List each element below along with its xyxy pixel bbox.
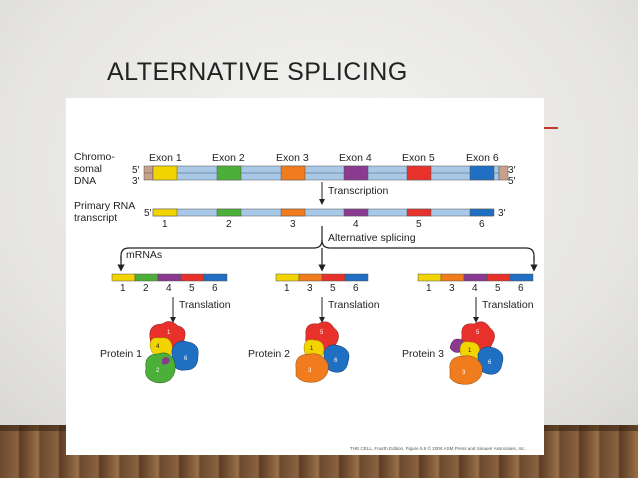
mrna2-exon-1 (275, 273, 300, 282)
svg-text:3: 3 (308, 368, 312, 374)
accent-line (540, 127, 558, 129)
dna-label-3: DNA (74, 175, 96, 187)
mrna3-exon-3 (440, 273, 465, 282)
mrna2-number-3: 5 (330, 283, 336, 294)
rna-exon-1 (152, 208, 178, 217)
protein-1-blob: 1 4 6 2 (145, 321, 199, 384)
mrna1-exon-4 (157, 273, 182, 282)
mrna1-number-2: 2 (143, 283, 149, 294)
mrna1-exon-1 (111, 273, 136, 282)
mrna3-exon-6 (509, 273, 534, 282)
protein-2-blob: 5 1 6 3 (295, 321, 350, 383)
svg-text:5: 5 (320, 330, 324, 336)
svg-text:4: 4 (156, 344, 160, 350)
dna-exon-6 (469, 165, 495, 181)
mrna2-number-2: 3 (307, 283, 313, 294)
rna-label-2: transcript (74, 212, 117, 224)
mrna1-number-5: 6 (212, 283, 218, 294)
svg-text:6: 6 (184, 356, 188, 362)
rna-exon-6 (469, 208, 495, 217)
rna-backbone (152, 208, 494, 217)
splicing-figure: Chromo- somal DNA Exon 1 Exon 2 Exon 3 E… (66, 98, 544, 455)
splicing-label: Alternative splicing (328, 232, 416, 244)
mrna1-number-3: 4 (166, 283, 172, 294)
mrna-3 (417, 273, 534, 282)
mrna1-number-4: 5 (189, 283, 195, 294)
translation-label-1: Translation (179, 299, 231, 311)
exon-label-1: Exon 1 (149, 152, 182, 164)
transcription-label: Transcription (328, 185, 388, 197)
dna-exon-5 (406, 165, 432, 181)
mrna-2 (275, 273, 369, 282)
mrna3-exon-5 (486, 273, 511, 282)
mrna1-number-1: 1 (120, 283, 126, 294)
svg-text:2: 2 (156, 368, 160, 374)
svg-text:3: 3 (462, 370, 466, 376)
dna-exon-1 (152, 165, 178, 181)
mrna3-number-1: 1 (426, 283, 432, 294)
exon-label-3: Exon 3 (276, 152, 309, 164)
splicing-diagram: Chromo- somal DNA Exon 1 Exon 2 Exon 3 E… (74, 151, 538, 385)
dna-3prime-right: 3′ (508, 165, 516, 176)
rna-number-4: 4 (353, 219, 359, 230)
mrna2-number-4: 6 (353, 283, 359, 294)
mrna1-exon-5 (180, 273, 205, 282)
mrna1-exon-6 (203, 273, 228, 282)
mrna2-number-1: 1 (284, 283, 290, 294)
primary-rna-transcript (152, 208, 495, 217)
mrna1-exon-2 (134, 273, 159, 282)
svg-text:6: 6 (488, 360, 492, 366)
svg-text:1: 1 (468, 348, 472, 354)
mrna3-number-5: 6 (518, 283, 524, 294)
mrna3-number-3: 4 (472, 283, 478, 294)
dna-strand (143, 165, 509, 181)
dna-label-2: somal (74, 163, 102, 175)
rna-number-3: 3 (290, 219, 296, 230)
dna-exon-2 (216, 165, 242, 181)
dna-5prime-left: 5′ (132, 165, 140, 176)
dna-label-1: Chromo- (74, 151, 115, 163)
svg-text:5: 5 (476, 330, 480, 336)
exon-label-2: Exon 2 (212, 152, 245, 164)
figure-credit: THE CELL, Fourth Edition, Figure 5.5 © 2… (350, 446, 526, 451)
svg-text:1: 1 (310, 346, 314, 352)
protein-label-3: Protein 3 (402, 348, 444, 360)
protein-3-blob: 5 1 6 3 (449, 321, 504, 385)
svg-text:6: 6 (334, 358, 338, 364)
rna-number-1: 1 (162, 219, 168, 230)
mrna2-exon-3 (298, 273, 323, 282)
mrna3-number-2: 3 (449, 283, 455, 294)
rna-exon-3 (280, 208, 306, 217)
mrna3-exon-1 (417, 273, 442, 282)
dna-flank-right (498, 165, 509, 181)
rna-exon-4 (343, 208, 369, 217)
mrna2-exon-6 (344, 273, 369, 282)
protein-label-1: Protein 1 (100, 348, 142, 360)
dna-exon-3 (280, 165, 306, 181)
dna-5prime-right: 5′ (508, 176, 516, 187)
protein-label-2: Protein 2 (248, 348, 290, 360)
translation-label-3: Translation (482, 299, 534, 311)
rna-number-6: 6 (479, 219, 485, 230)
rna-exon-2 (216, 208, 242, 217)
rna-number-2: 2 (226, 219, 232, 230)
svg-text:1: 1 (167, 330, 171, 336)
rna-3prime: 3′ (498, 208, 506, 219)
rna-label-1: Primary RNA (74, 200, 135, 212)
mrna3-exon-4 (463, 273, 488, 282)
dna-exon-4 (343, 165, 369, 181)
rna-number-5: 5 (416, 219, 422, 230)
mrna3-number-4: 5 (495, 283, 501, 294)
exon-label-5: Exon 5 (402, 152, 435, 164)
exon-label-4: Exon 4 (339, 152, 372, 164)
mrna2-exon-5 (321, 273, 346, 282)
mrnas-label: mRNAs (126, 249, 162, 261)
rna-5prime: 5′ (144, 208, 152, 219)
slide-title: ALTERNATIVE SPLICING (107, 58, 408, 86)
dna-3prime-left: 3′ (132, 176, 140, 187)
exon-label-6: Exon 6 (466, 152, 499, 164)
mrna-1 (111, 273, 228, 282)
rna-exon-5 (406, 208, 432, 217)
translation-label-2: Translation (328, 299, 380, 311)
